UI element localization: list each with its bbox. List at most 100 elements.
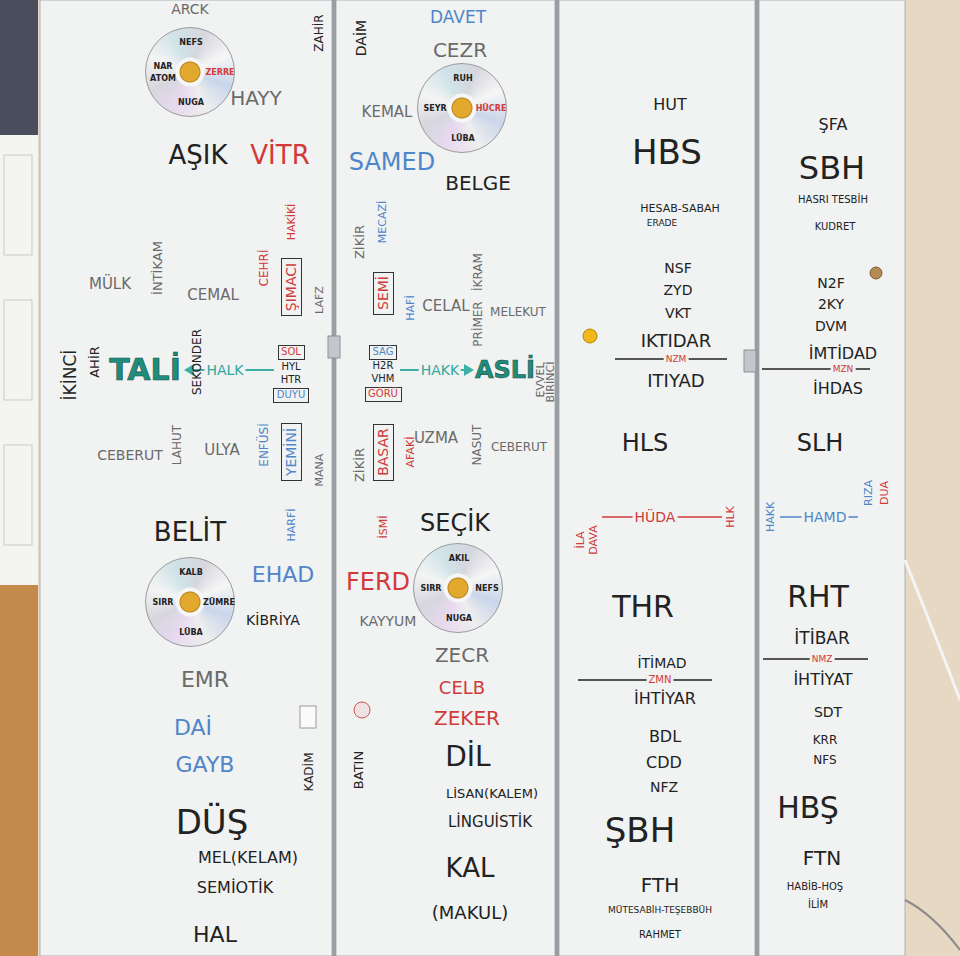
board-word: CEMAL	[187, 288, 239, 303]
disc-word: SIRR	[152, 599, 173, 607]
disc-word: KALB	[179, 569, 203, 577]
disc-word: LÜBA	[451, 135, 475, 143]
sticker	[300, 706, 316, 728]
cd-disc: NEFSNARATOMZERRENUGA	[145, 27, 235, 117]
cable	[905, 900, 960, 950]
board-word: ZECR	[435, 645, 489, 665]
box-word: ŞIMACI	[284, 263, 298, 311]
board-word: KİBRİYA	[246, 613, 300, 627]
board-word: İTİMAD	[637, 656, 686, 670]
board-word: MÜTESABİH-TEŞEBBÜH	[608, 906, 712, 915]
board-word: İHDAS	[813, 381, 863, 397]
board-word: İHTİYAT	[793, 672, 852, 688]
board-word: SEÇİK	[420, 511, 490, 535]
board-word: İKİNCİ	[62, 350, 79, 401]
wall-calendar	[0, 135, 38, 585]
boxed-word: SOL	[278, 345, 305, 360]
board-word: HABİB-HOŞ	[787, 882, 843, 892]
cable	[905, 560, 960, 700]
board-word: CEZR	[433, 40, 487, 60]
board-word: ŞBH	[605, 813, 675, 847]
board-word: UZMA	[414, 431, 458, 446]
board-word: ZİKİR	[353, 448, 366, 482]
board-word: SBH	[799, 152, 865, 184]
board-word: HESAB-SABAH	[640, 203, 720, 214]
box-word: SOL	[281, 347, 301, 357]
board-word: RIZA	[863, 480, 874, 506]
board-word: HAMD	[802, 510, 849, 524]
board-word: HAFİ	[405, 295, 416, 320]
board-word: KAYYUM	[360, 614, 417, 628]
board-word: ARCK	[171, 2, 209, 16]
wood-cabinet	[0, 585, 38, 956]
board-word: İNTİKAM	[151, 241, 164, 295]
disc-word: ZERRE	[205, 69, 234, 77]
box-word: SAĞ	[373, 347, 394, 357]
board-word: AŞIK	[168, 142, 227, 168]
board-word: HLK	[725, 506, 736, 528]
board-word: ITIYAD	[647, 372, 704, 390]
board-word: İKRAM	[472, 253, 484, 291]
calendar-month	[4, 155, 32, 255]
board-word: N2F	[817, 276, 844, 290]
board-word: SEMİOTİK	[197, 880, 273, 896]
board-word: AFAKİ	[405, 437, 416, 468]
board-word: DAİM	[354, 20, 368, 56]
board-word: BELGE	[445, 173, 511, 193]
box-word: DUYU	[277, 390, 305, 400]
board-word: DAVET	[430, 9, 486, 26]
boxed-word: SAĞ	[369, 345, 397, 360]
board-word: HUT	[653, 97, 687, 113]
board-word: MELEKUT	[490, 306, 546, 318]
board-word: VİTR	[250, 142, 309, 168]
board-word: NMZ	[810, 655, 835, 664]
board-word: ENFÜSİ	[258, 423, 270, 466]
board-word: NFS	[813, 754, 836, 766]
board-word: SLH	[797, 431, 844, 455]
disc-word: AKIL	[449, 555, 469, 563]
magnet	[583, 329, 597, 343]
board-word: HALK	[204, 363, 245, 377]
disc-word: LÜBA	[179, 629, 203, 637]
board-word: ULYA	[204, 443, 240, 458]
board-word: İMTİDAD	[809, 346, 877, 362]
boxed-word: ŞIMACI	[281, 258, 302, 316]
arrow-head	[464, 364, 474, 376]
board-word: DÜŞ	[176, 805, 249, 839]
board-word: İLİM	[808, 900, 828, 910]
whiteboard-panel	[759, 0, 905, 956]
board-word: (MAKUL)	[432, 904, 508, 922]
boxed-word: DUYU	[273, 388, 309, 403]
board-word: MÜLK	[89, 277, 131, 292]
box-word: SEMİ	[376, 276, 390, 310]
board-word: MANA	[314, 454, 325, 487]
board-word: ERADE	[647, 219, 677, 228]
board-word: ZİKİR	[353, 225, 366, 259]
disc-word: SIRR	[420, 585, 441, 593]
board-word: BELİT	[154, 519, 226, 545]
board-word: HBS	[632, 135, 702, 169]
board-word: CEBERUT	[97, 448, 163, 462]
board-word: ZAHİR	[313, 14, 325, 51]
boxed-word: SEMİ	[373, 272, 394, 315]
board-word: BDL	[649, 729, 681, 745]
disc-word: ATOM	[150, 75, 176, 83]
board-word: ZEKER	[434, 708, 500, 728]
board-word: DVM	[815, 319, 847, 333]
board-word: NFZ	[650, 780, 678, 794]
board-word: CEHRİ	[258, 250, 270, 287]
divider-line	[578, 679, 712, 681]
board-word: FERD	[346, 570, 410, 594]
board-word: HASRI TESBİH	[798, 195, 868, 205]
board-word: KEMAL	[362, 105, 413, 120]
cd-disc: RUHSEYRHÜCRELÜBA	[417, 63, 507, 153]
box-word: YEMİNİ	[284, 428, 298, 476]
board-word: H2R	[373, 361, 394, 371]
board-word: HBŞ	[777, 793, 839, 823]
wall-picture	[0, 0, 38, 135]
disc-word: HÜCRE	[476, 105, 507, 113]
board-word: VKT	[665, 306, 691, 320]
board-word: CELAL	[422, 299, 469, 314]
